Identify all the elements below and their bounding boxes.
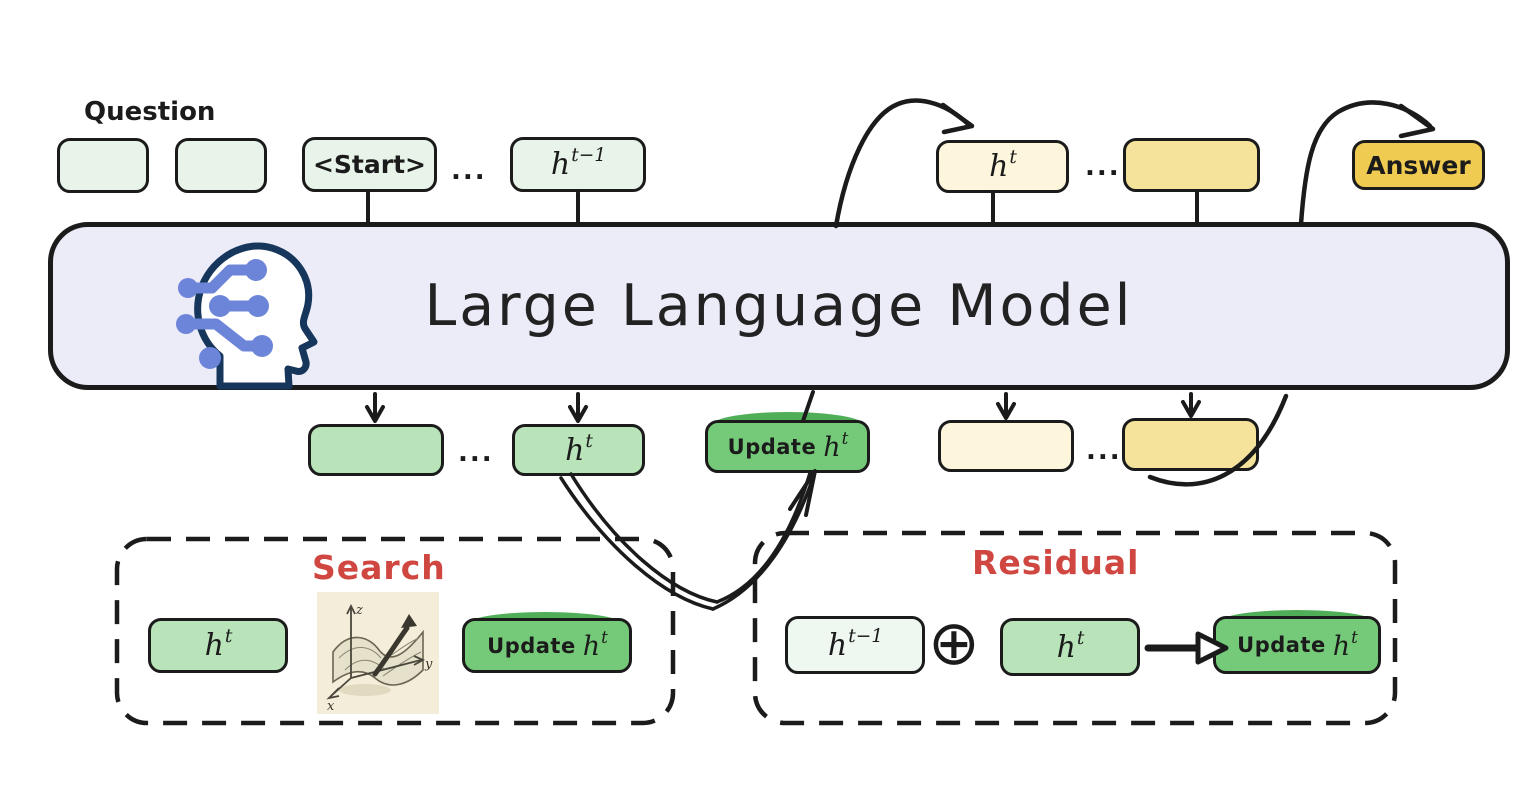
h-out-token-box: ht (936, 140, 1069, 193)
residual-panel-title: Residual (972, 543, 1140, 582)
search-update-box: Update ht (462, 618, 632, 673)
answer-token-box: Answer (1352, 140, 1485, 190)
h-t-label-bottom: ht (565, 430, 593, 468)
h-prev-label: ht−1 (550, 145, 607, 182)
question-token-box-2 (175, 138, 267, 193)
arc-answer-arrowhead (1398, 103, 1436, 139)
down-arrow-2-head (568, 405, 588, 423)
search-update-word: Update (487, 633, 576, 658)
plus-circle-symbol: ⊕ (928, 606, 980, 679)
future-hidden-box-cream (938, 420, 1074, 472)
update-h-t-label: ht (823, 428, 849, 463)
ellipsis-bottom-right: ... (1086, 436, 1122, 466)
down-arrow-1-head (365, 405, 385, 423)
residual-h-t-label: ht (1056, 627, 1085, 665)
update-word: Update (727, 434, 817, 459)
future-token-box-top (1123, 138, 1260, 192)
u-curve-arrowhead (788, 469, 817, 517)
question-token-box-1 (57, 138, 149, 193)
search-h-t-box: ht (148, 618, 288, 673)
residual-update-box: Update ht (1213, 616, 1381, 674)
u-curve-rise-2 (715, 471, 812, 604)
residual-h-prev-box: ht−1 (785, 616, 925, 674)
start-token-label: <Start> (312, 150, 426, 179)
u-curve-line-1 (559, 476, 715, 611)
residual-update-h-label: ht (1332, 626, 1358, 662)
ai-head-circuit-icon (176, 242, 318, 390)
h-prev-token-box: ht−1 (510, 137, 646, 192)
down-arrow-4-head (1181, 400, 1201, 418)
llm-title: Large Language Model (424, 273, 1134, 339)
ellipsis-bottom-left: ... (458, 438, 494, 468)
search-update-h-label: ht (582, 627, 608, 662)
svg-text:y: y (424, 657, 433, 672)
residual-update-word: Update (1237, 633, 1326, 657)
down-arrow-3-head (996, 402, 1016, 420)
h-t-box-bottom: ht (512, 424, 645, 476)
svg-text:z: z (355, 603, 363, 618)
arc-llm-to-hout-arrowhead (940, 102, 975, 135)
search-panel-title: Search (312, 548, 446, 587)
residual-h-prev-label: ht−1 (827, 625, 884, 663)
loss-surface-plot: z y x (317, 592, 439, 714)
svg-text:x: x (327, 699, 335, 714)
question-label: Question (84, 97, 216, 127)
ellipsis-top-right: ... (1085, 152, 1121, 182)
future-hidden-box-yellow (1122, 418, 1259, 471)
h-out-label: ht (989, 147, 1017, 184)
hidden-state-box-1 (308, 424, 444, 476)
search-h-t-label: ht (204, 626, 233, 663)
u-curve-rise-1 (711, 473, 816, 611)
update-h-t-box-bottom: Update ht (705, 420, 870, 473)
ellipsis-top-left: ... (451, 156, 487, 186)
answer-label: Answer (1366, 150, 1471, 180)
start-token-box: <Start> (302, 137, 437, 192)
u-curve-line-2 (569, 472, 719, 604)
residual-h-t-box: ht (1000, 618, 1140, 676)
